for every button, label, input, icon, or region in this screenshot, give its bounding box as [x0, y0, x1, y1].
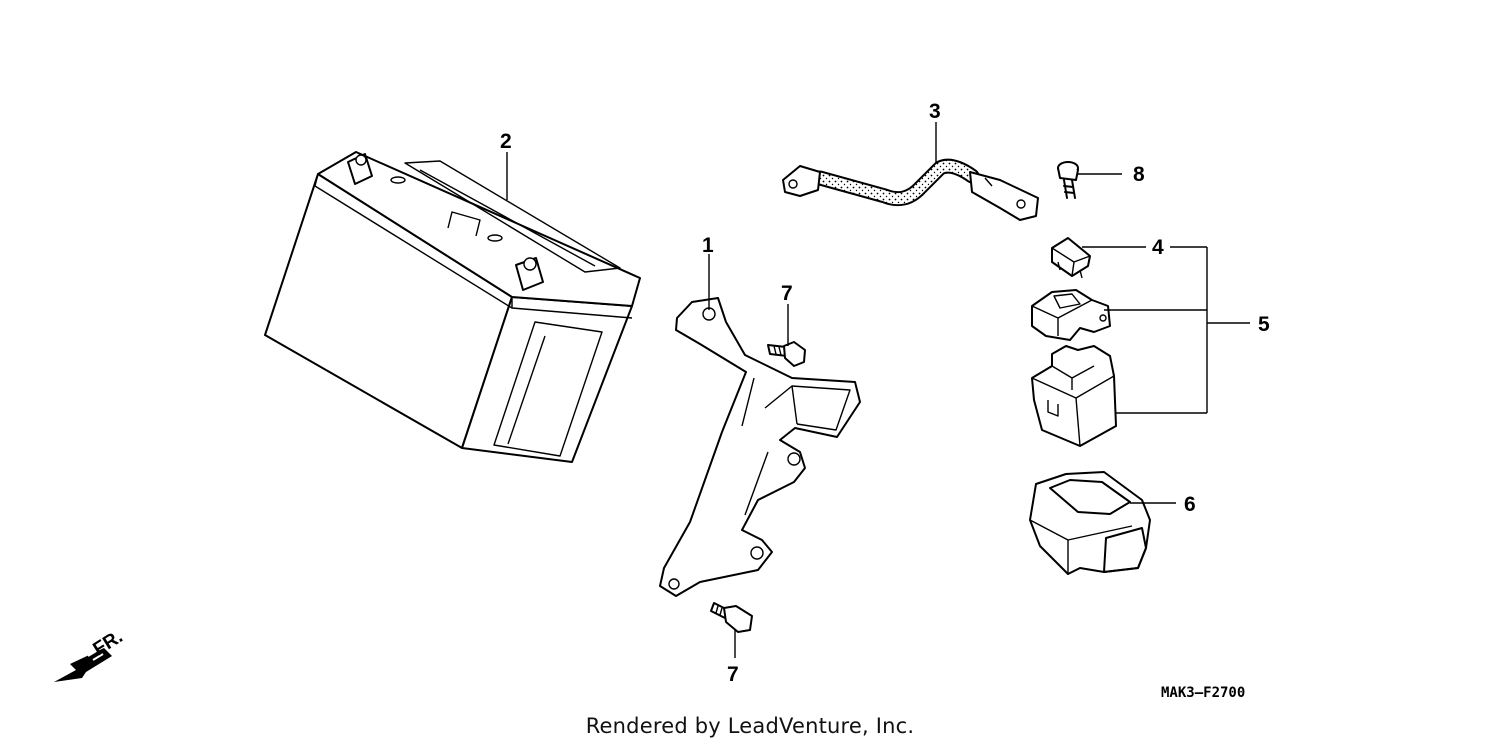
callout-5: 5 — [1258, 313, 1270, 336]
callout-7-upper: 7 — [781, 282, 793, 305]
leader-lines — [506, 122, 1250, 658]
relay-holder-part[interactable] — [1029, 471, 1151, 575]
bolt-7-lower-part[interactable] — [710, 602, 753, 633]
battery-bracket-part[interactable] — [659, 297, 861, 597]
footer-credit: Rendered by LeadVenture, Inc. — [585, 714, 915, 738]
battery-part[interactable] — [264, 151, 641, 463]
callout-4: 4 — [1152, 236, 1164, 259]
callout-7-lower: 7 — [727, 663, 739, 686]
callout-8: 8 — [1133, 163, 1145, 186]
bolt-8-part[interactable] — [1057, 161, 1079, 199]
ground-cable-part[interactable] — [782, 158, 1039, 221]
callout-6: 6 — [1184, 493, 1196, 516]
callout-3: 3 — [929, 100, 941, 123]
callout-1: 1 — [702, 234, 714, 257]
diagram-code: MAK3–F2700 — [1161, 685, 1245, 701]
starter-relay-part[interactable] — [1031, 289, 1117, 447]
bolt-7-upper-part[interactable] — [767, 341, 806, 367]
front-direction-arrow-icon — [54, 648, 112, 682]
fuse-part[interactable] — [1051, 237, 1091, 279]
callout-2: 2 — [500, 130, 512, 153]
